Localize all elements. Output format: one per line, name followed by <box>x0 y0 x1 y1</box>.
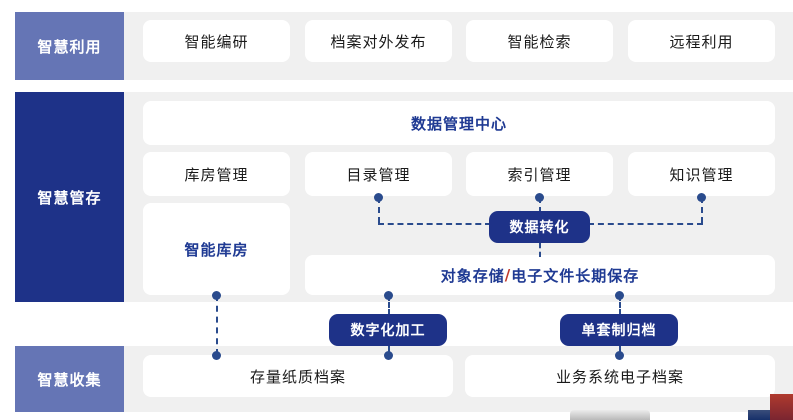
card-object-storage[interactable]: 对象存储/电子文件长期保存 <box>305 255 775 295</box>
connector-dot-digitize-bottom <box>384 351 393 360</box>
card-collection-1[interactable]: 业务系统电子档案 <box>465 355 775 397</box>
object-storage-prefix: 对象存储 <box>440 266 505 285</box>
connector-dot-archive-bottom <box>615 351 624 360</box>
pill-digitization[interactable]: 数字化加工 <box>329 314 447 346</box>
card-data-management-center[interactable]: 数据管理中心 <box>143 101 775 145</box>
sidebar-item-storage[interactable]: 智慧管存 <box>15 92 124 302</box>
card-storage-mgmt-0[interactable]: 库房管理 <box>143 152 290 196</box>
connector-dot-warehouse-bottom <box>212 351 221 360</box>
card-storage-mgmt-2[interactable]: 索引管理 <box>466 152 613 196</box>
connector-hline-catalog <box>378 223 491 225</box>
card-utilization-1[interactable]: 档案对外发布 <box>305 20 452 62</box>
sidebar-item-utilization-label: 智慧利用 <box>37 37 102 56</box>
connector-dot-warehouse-top <box>212 291 221 300</box>
card-utilization-0[interactable]: 智能编研 <box>143 20 290 62</box>
card-storage-mgmt-1[interactable]: 目录管理 <box>305 152 452 196</box>
card-smart-warehouse[interactable]: 智能库房 <box>143 203 290 295</box>
pill-data-conversion[interactable]: 数据转化 <box>489 211 590 243</box>
connector-dot-digitize-top <box>384 291 393 300</box>
connector-vline-index <box>539 197 541 213</box>
connector-vline-digitize-top <box>388 295 390 315</box>
connector-hline-knowledge <box>588 223 703 225</box>
connector-dot-archive-top <box>615 291 624 300</box>
connector-dot-index <box>535 193 544 202</box>
sidebar-item-utilization[interactable]: 智慧利用 <box>15 12 124 80</box>
card-utilization-2[interactable]: 智能检索 <box>466 20 613 62</box>
connector-vline-archive-top <box>619 295 621 315</box>
connector-dot-knowledge <box>697 193 706 202</box>
connector-vline-catalog <box>378 197 380 223</box>
connector-vline-warehouse <box>216 295 218 355</box>
object-storage-suffix: 电子文件长期保存 <box>511 266 640 285</box>
object-storage-separator: / <box>504 266 512 284</box>
card-storage-mgmt-3[interactable]: 知识管理 <box>628 152 775 196</box>
sidebar-item-collection[interactable]: 智慧收集 <box>15 346 124 412</box>
cropped-decoration-far-right <box>770 394 793 420</box>
card-utilization-3[interactable]: 远程利用 <box>628 20 775 62</box>
sidebar-item-storage-label: 智慧管存 <box>37 188 102 207</box>
card-collection-0[interactable]: 存量纸质档案 <box>143 355 453 397</box>
sidebar-item-collection-label: 智慧收集 <box>37 370 102 389</box>
connector-vline-conversion-down <box>539 243 541 257</box>
cropped-decoration-left <box>570 410 650 420</box>
connector-dot-catalog <box>374 193 383 202</box>
pill-single-set-archiving[interactable]: 单套制归档 <box>560 314 678 346</box>
connector-vline-knowledge <box>701 197 703 223</box>
